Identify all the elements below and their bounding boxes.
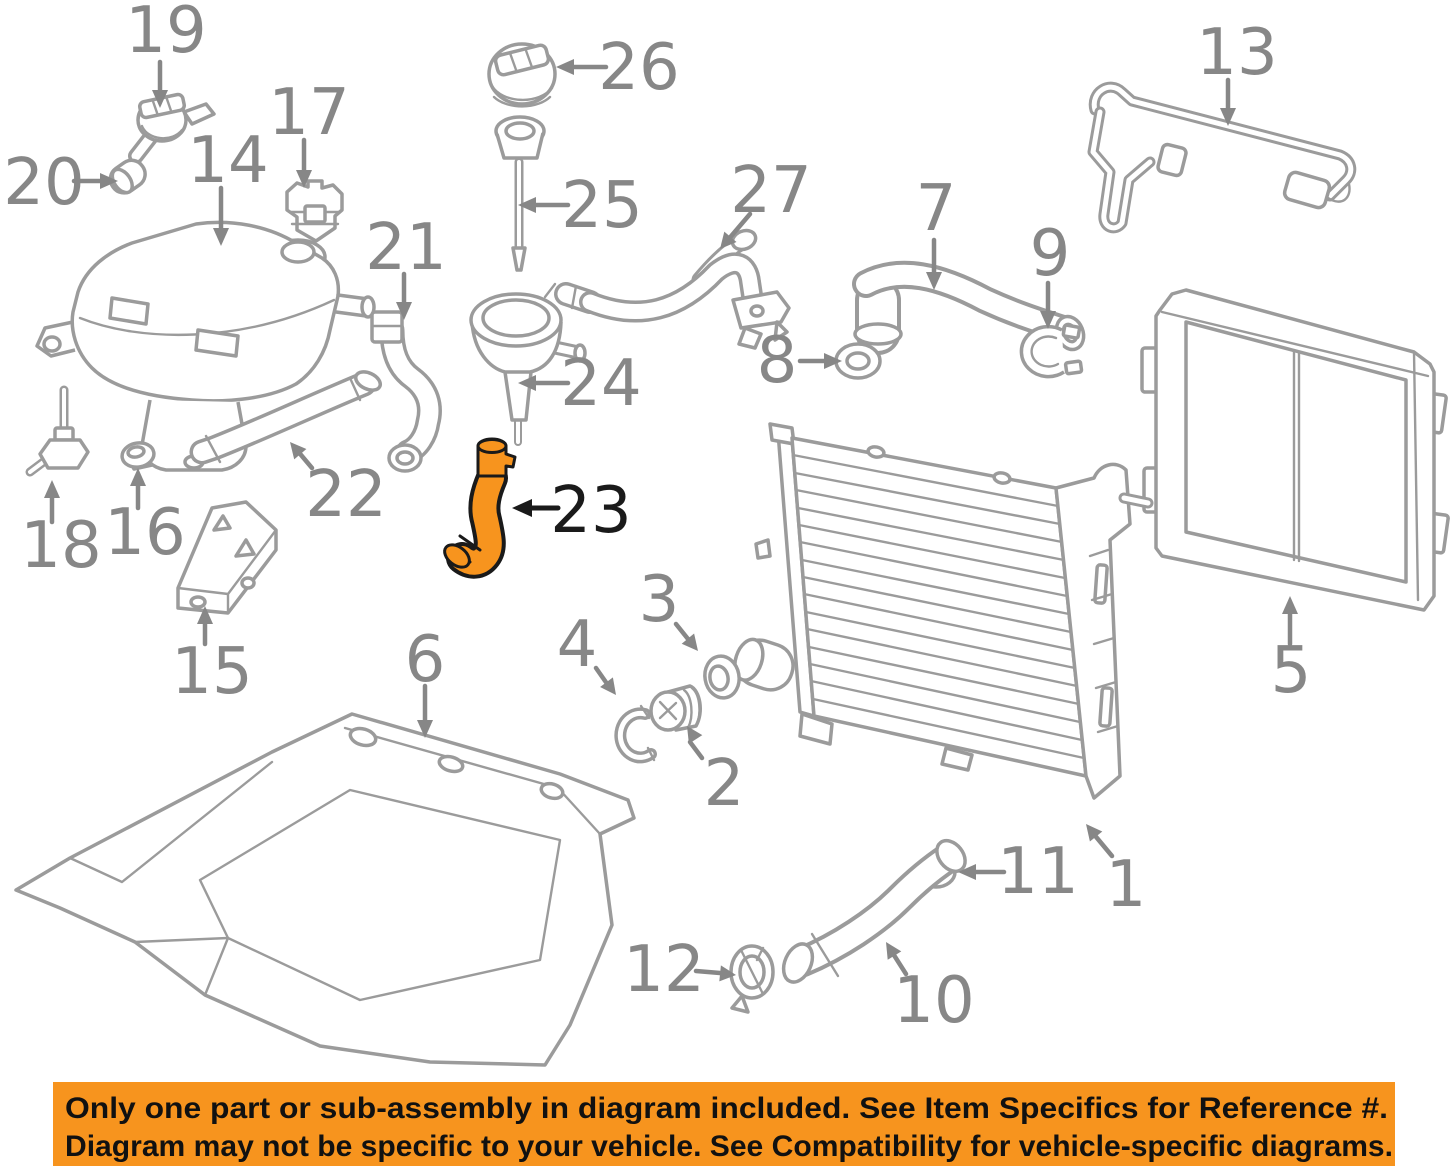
- callout-label-17: 17: [268, 76, 349, 150]
- callout-label-10: 10: [893, 964, 974, 1038]
- callout-label-25: 25: [561, 169, 642, 243]
- part-25-dipstick: [494, 115, 546, 272]
- callout-label-13: 13: [1196, 16, 1277, 90]
- callout-label-1: 1: [1106, 848, 1147, 922]
- callout-label-22: 22: [305, 458, 386, 532]
- part-2-drain-plug: [649, 684, 703, 732]
- part-15-bracket: [176, 500, 278, 615]
- callout-label-9: 9: [1030, 217, 1071, 291]
- part-16-grommet: [120, 441, 156, 469]
- radiator-fins: [791, 453, 1086, 760]
- disclaimer-banner: Only one part or sub-assembly in diagram…: [53, 1082, 1395, 1166]
- disclaimer-line-1: Only one part or sub-assembly in diagram…: [65, 1092, 1388, 1125]
- part-4-retaining-clip: [614, 704, 657, 764]
- callout-label-19: 19: [125, 0, 206, 68]
- callout-label-5: 5: [1271, 634, 1312, 708]
- part-27-vent-pipe: [554, 228, 791, 350]
- callout-label-14: 14: [187, 124, 268, 198]
- callout-label-8: 8: [757, 324, 798, 398]
- part-23-coolant-hose-highlighted: [443, 437, 517, 579]
- part-24-filler-neck: [469, 282, 587, 446]
- callout-label-20: 20: [3, 146, 84, 220]
- callout-label-18: 18: [20, 509, 101, 583]
- callout-label-21: 21: [365, 211, 446, 285]
- part-26-cap: [487, 42, 557, 108]
- part-17-cap: [285, 179, 344, 243]
- callout-label-6: 6: [405, 623, 446, 697]
- callout-label-11: 11: [997, 835, 1078, 909]
- disclaimer-line-2: Diagram may not be specific to your vehi…: [65, 1130, 1393, 1163]
- callout-label-24: 24: [560, 347, 641, 421]
- disclaimer-banner-background: [53, 1082, 1395, 1166]
- part-1-radiator: [733, 422, 1154, 800]
- part-14-expansion-tank: [35, 220, 376, 472]
- part-10-lower-hose: [781, 838, 967, 984]
- part-20-plug: [108, 158, 147, 195]
- callout-label-26: 26: [598, 31, 679, 105]
- callout-label-4: 4: [557, 608, 598, 682]
- callout-label-3: 3: [639, 563, 680, 637]
- callout-labels: 1 2 3 4 5 6 7 8 9 10 11 12 13 14 15 16 1…: [3, 0, 1311, 1038]
- callout-label-16: 16: [104, 496, 185, 570]
- part-21-hose: [370, 310, 442, 473]
- part-22-hose: [189, 370, 383, 465]
- radiator-inlet-port: [733, 637, 795, 692]
- part-3-seal-ring: [703, 654, 741, 700]
- callout-label-12: 12: [623, 933, 704, 1007]
- callout-label-2: 2: [704, 747, 745, 821]
- part-9-hose-clamp: [1019, 323, 1084, 379]
- callout-arrows: [44, 59, 1298, 982]
- callout-label-15: 15: [171, 635, 252, 709]
- callout-label-7: 7: [916, 172, 957, 246]
- part-8-seal-ring: [834, 342, 882, 380]
- part-5-shroud-frame: [1140, 288, 1450, 612]
- part-6-air-baffle: [14, 712, 636, 1067]
- callout-label-27: 27: [730, 154, 811, 228]
- part-12-clamp: [729, 944, 775, 1014]
- part-18-sensor: [25, 385, 90, 477]
- part-13-harness-bracket: [1087, 81, 1357, 234]
- callout-label-23-highlighted: 23: [550, 474, 631, 548]
